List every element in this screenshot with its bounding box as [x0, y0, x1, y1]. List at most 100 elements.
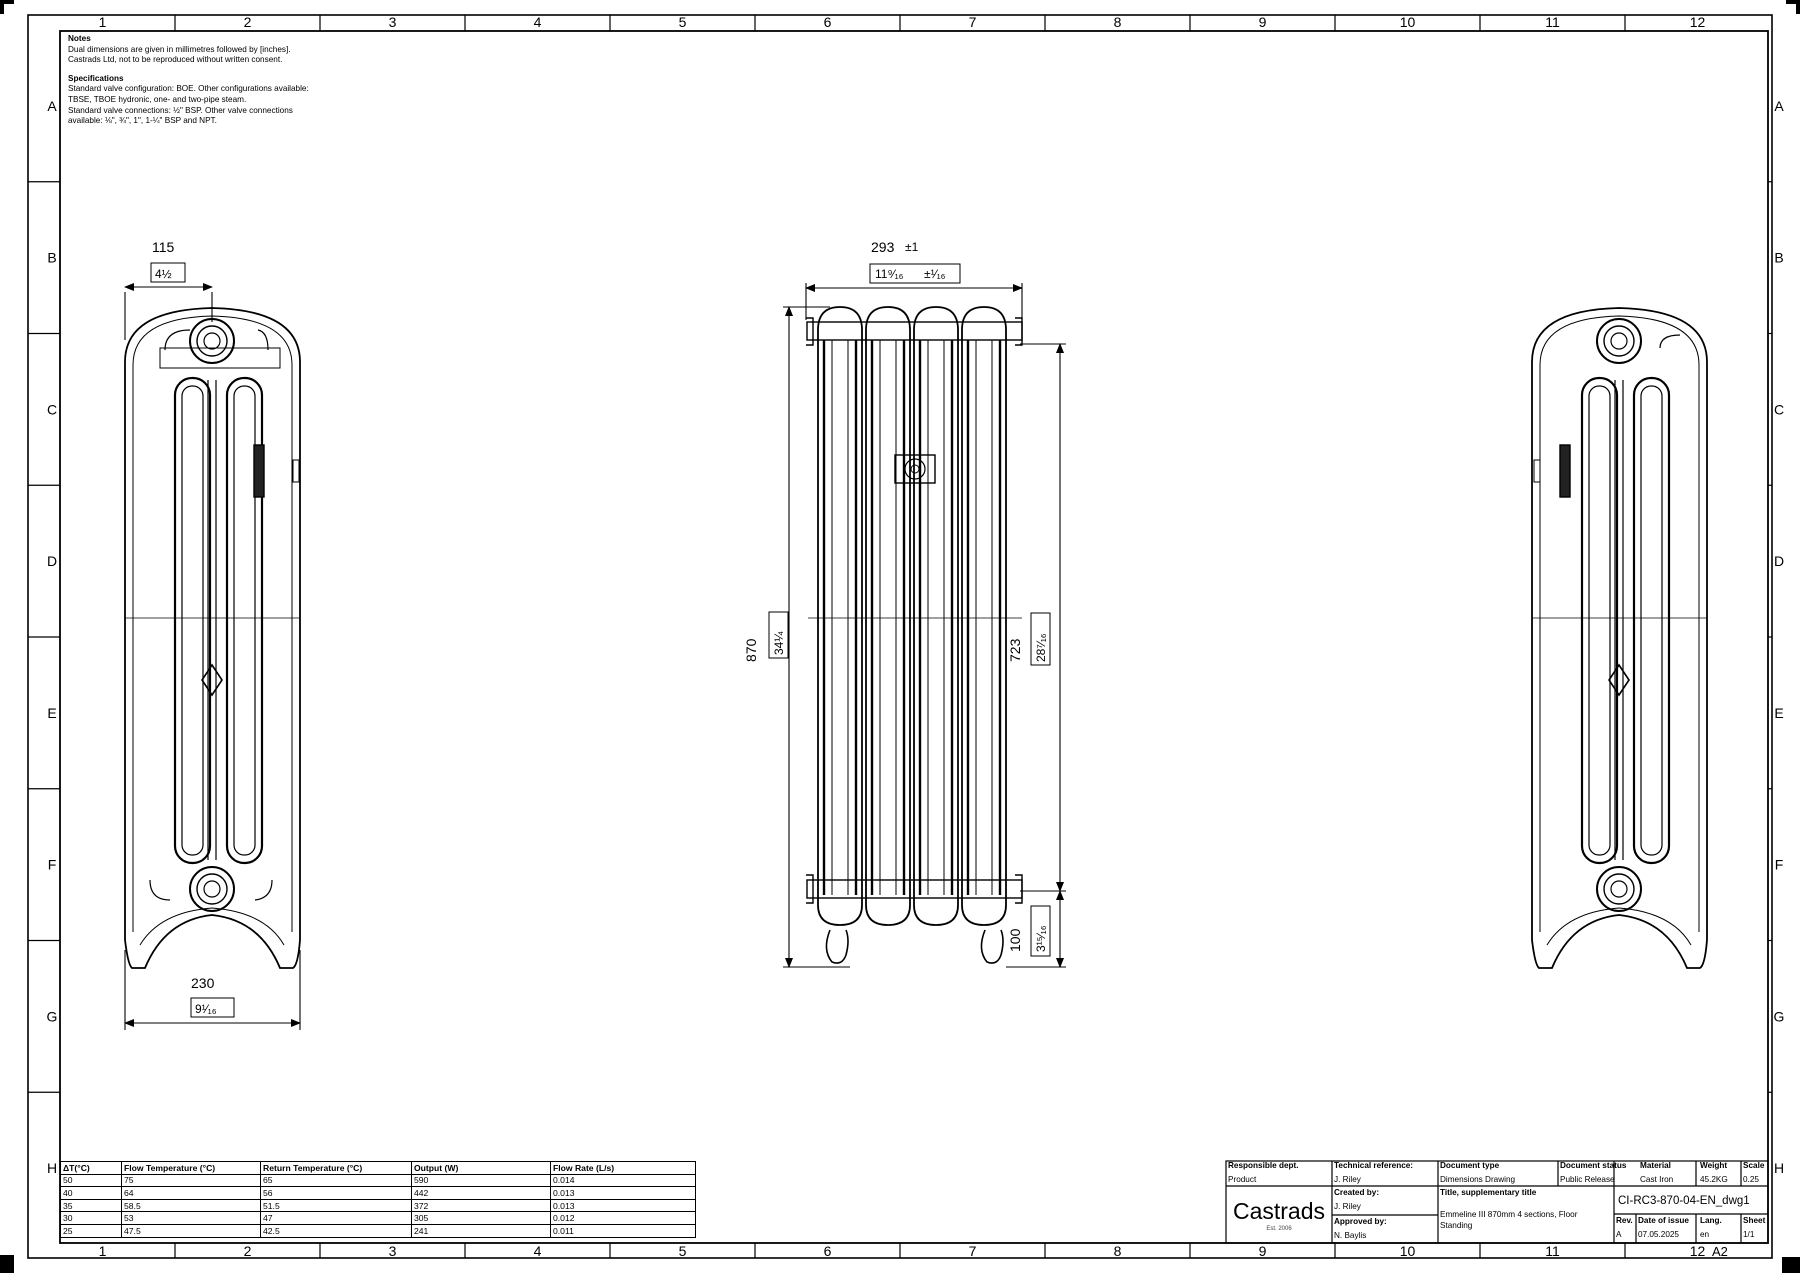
grid-column-label: 12 — [1690, 14, 1706, 30]
grid-column-label: 12 — [1690, 1243, 1706, 1259]
spec-line: Standard valve configuration: BOE. Other… — [68, 84, 309, 94]
col-output: Output (W) — [411, 1161, 551, 1175]
date-of-issue: 07.05.2025 — [1638, 1230, 1679, 1239]
grid-row-label: B — [47, 250, 56, 266]
col-flow-rate: Flow Rate (L/s) — [550, 1161, 696, 1175]
dim-height-mm: 870 — [743, 638, 759, 662]
table-cell: 0.014 — [550, 1173, 696, 1188]
table-cell: 51.5 — [260, 1198, 412, 1213]
grid-row-label: G — [47, 1008, 58, 1024]
document-id: CI-RC3-870-04-EN_dwg1 — [1618, 1195, 1750, 1207]
document-type: Dimensions Drawing — [1440, 1175, 1516, 1184]
rev: A — [1616, 1230, 1622, 1239]
table-cell: 241 — [411, 1223, 551, 1238]
frame-grid-ticks — [28, 15, 1772, 1258]
imperial-boxes — [150, 262, 1051, 1018]
table-cell: 47 — [260, 1211, 412, 1225]
grid-column-label: 9 — [1259, 14, 1267, 30]
table-cell: 64 — [121, 1186, 261, 1200]
scale: 0.25 — [1743, 1175, 1759, 1184]
spec-line: available: ⅛", ¾", 1", 1-¼" BSP and NPT. — [68, 116, 217, 126]
notes-line: Dual dimensions are given in millimetres… — [68, 44, 291, 54]
dim-front-width-in: 11⁹⁄₁₆ — [875, 267, 904, 281]
title-line-1: Emmeline III 870mm 4 sections, Floor — [1440, 1210, 1578, 1219]
brand-tagline: Est. 2006 — [1266, 1226, 1292, 1232]
grid-row-label: H — [47, 1160, 57, 1176]
grid-row-label: D — [1774, 553, 1784, 569]
grid-column-label: 10 — [1400, 1243, 1416, 1259]
notes-block: Notes Dual dimensions are given in milli… — [68, 34, 428, 127]
title-line-2: Standing — [1440, 1221, 1473, 1230]
scale-label: Scale — [1743, 1161, 1765, 1170]
table-cell: 0.013 — [550, 1198, 696, 1213]
dimension-text: 115 4½ 230 9¹⁄₁₆ 293 ±1 11⁹⁄₁₆ ±¹⁄₁₆ 870… — [152, 239, 1048, 1016]
grid-column-label: 11 — [1545, 1243, 1560, 1259]
table-cell: 25 — [60, 1223, 122, 1238]
grid-row-label: C — [1774, 401, 1784, 417]
side-view-left — [124, 307, 301, 969]
table-cell: 0.013 — [550, 1186, 696, 1200]
lang: en — [1700, 1230, 1710, 1239]
grid-row-label: G — [1774, 1008, 1785, 1024]
created-by: J. Riley — [1334, 1202, 1361, 1211]
table-cell: 590 — [411, 1173, 551, 1188]
grid-column-label: 7 — [969, 14, 977, 30]
weight-label: Weight — [1700, 1161, 1728, 1170]
created-by-label: Created by: — [1334, 1188, 1380, 1197]
document-type-label: Document type — [1440, 1161, 1500, 1170]
sheet-label: Sheet — [1743, 1216, 1766, 1225]
dim-front-width-tol-in: ±¹⁄₁₆ — [924, 267, 946, 281]
grid-column-label: 2 — [244, 1243, 252, 1259]
grid-row-label: E — [47, 705, 56, 721]
approved-by: N. Baylis — [1334, 1231, 1367, 1240]
front-column-outline — [865, 306, 911, 926]
responsible-dept: Product — [1228, 1175, 1257, 1184]
grid-column-label: 9 — [1259, 1243, 1267, 1259]
brand-logo: Castrads — [1232, 1198, 1326, 1224]
front-view — [806, 306, 1023, 964]
technical-reference-label: Technical reference: — [1334, 1161, 1414, 1170]
grid-column-label: 8 — [1114, 14, 1122, 30]
table-cell: 0.012 — [550, 1211, 696, 1225]
table-cell: 442 — [411, 1186, 551, 1200]
grid-column-label: 7 — [969, 1243, 977, 1259]
grid-row-label: F — [1775, 857, 1784, 873]
spec-line: TBSE, TBOE hydronic, one- and two-pipe s… — [68, 94, 247, 104]
title-block-grid — [1225, 1160, 1769, 1244]
grid-row-label: A — [47, 98, 57, 114]
table-cell: 372 — [411, 1198, 551, 1213]
grid-column-label: 11 — [1545, 14, 1560, 30]
grid-column-label: 10 — [1400, 14, 1416, 30]
date-label: Date of issue — [1638, 1216, 1689, 1225]
spec-line: Standard valve connections: ½" BSP. Othe… — [68, 105, 293, 115]
grid-column-label: 8 — [1114, 1243, 1122, 1259]
dim-front-width-tol-mm: ±1 — [905, 240, 919, 254]
grid-column-label: 6 — [824, 1243, 832, 1259]
grid-column-label: 4 — [534, 14, 542, 30]
title-label: Title, supplementary title — [1440, 1188, 1537, 1197]
grid-column-label: 6 — [824, 14, 832, 30]
table-cell: 47.5 — [121, 1223, 261, 1238]
notes-heading: Notes — [68, 34, 91, 43]
grid-row-label: B — [1774, 250, 1783, 266]
front-column-outline — [817, 306, 863, 926]
table-cell: 35 — [60, 1198, 122, 1213]
grid-row-label: F — [48, 857, 57, 873]
grid-column-label: 5 — [679, 14, 687, 30]
document-status: Public Release — [1560, 1175, 1615, 1184]
dimension-lines — [124, 283, 1066, 1030]
table-cell: 53 — [121, 1211, 261, 1225]
notes-line: Castrads Ltd, not to be reproduced witho… — [68, 55, 283, 65]
performance-table: ΔT(°C) Flow Temperature (°C) Return Temp… — [60, 1161, 696, 1238]
sheet: 1/1 — [1743, 1230, 1755, 1239]
grid-column-label: 3 — [389, 14, 397, 30]
table-cell: 40 — [60, 1186, 122, 1200]
document-status-label: Document status — [1560, 1161, 1627, 1170]
